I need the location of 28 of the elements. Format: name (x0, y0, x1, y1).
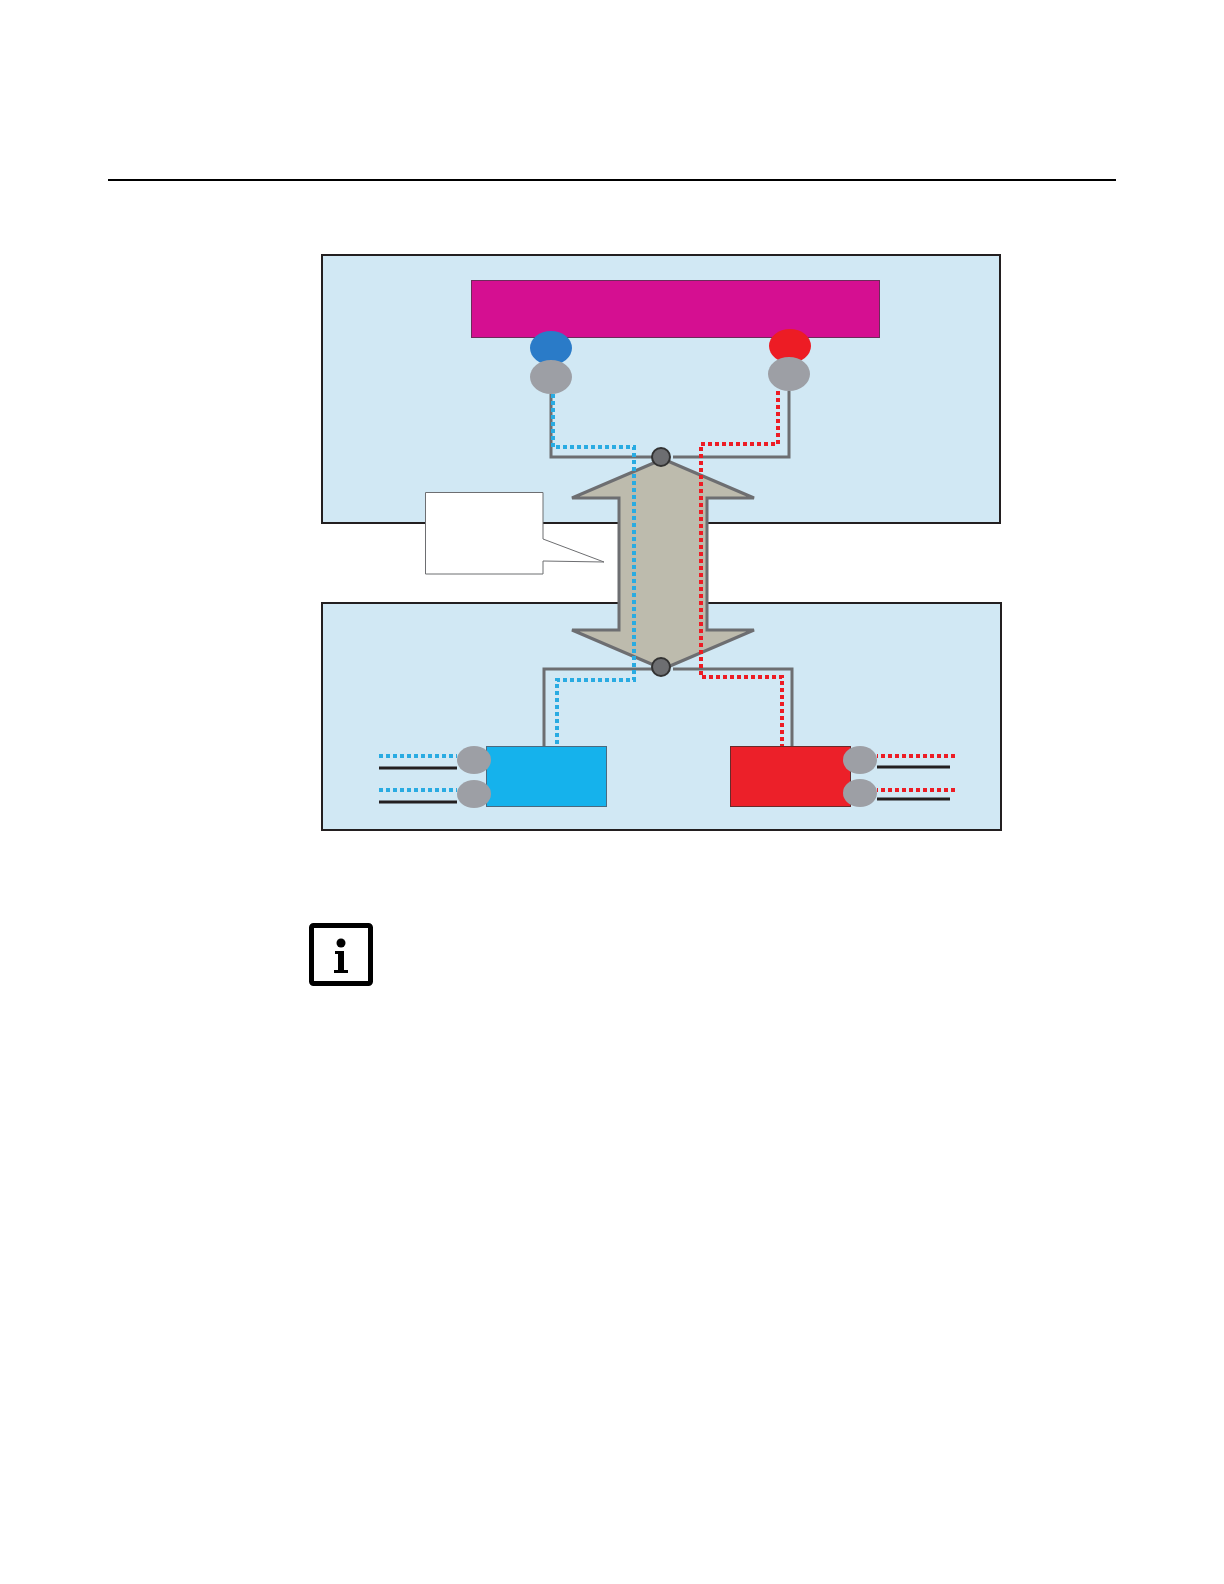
connector-line (549, 394, 653, 459)
connector-line (379, 766, 457, 770)
dotted-line (699, 391, 784, 746)
connector-circle (843, 779, 877, 807)
dotted-line (379, 754, 457, 758)
connector-line (673, 667, 794, 746)
device-panel (321, 602, 1002, 831)
module-box (730, 746, 851, 807)
callout-box (425, 492, 605, 575)
dotted-line (877, 754, 955, 758)
connector-circle (768, 357, 810, 391)
connector-line (877, 797, 950, 801)
junction-dot (651, 657, 671, 677)
module-box (486, 746, 607, 807)
connector-line (673, 391, 791, 459)
connector-circle (530, 360, 572, 394)
dotted-line (379, 788, 457, 792)
connector-line (542, 667, 653, 746)
connector-circle (457, 780, 491, 808)
junction-dot (651, 447, 671, 467)
connector-circle (843, 746, 877, 774)
module-bar (471, 280, 880, 338)
device-panel (321, 254, 1001, 524)
connector-circle (457, 746, 491, 774)
connector-line (379, 800, 457, 804)
dotted-line (877, 788, 955, 792)
dotted-line (551, 394, 636, 746)
connector-line (877, 765, 950, 769)
